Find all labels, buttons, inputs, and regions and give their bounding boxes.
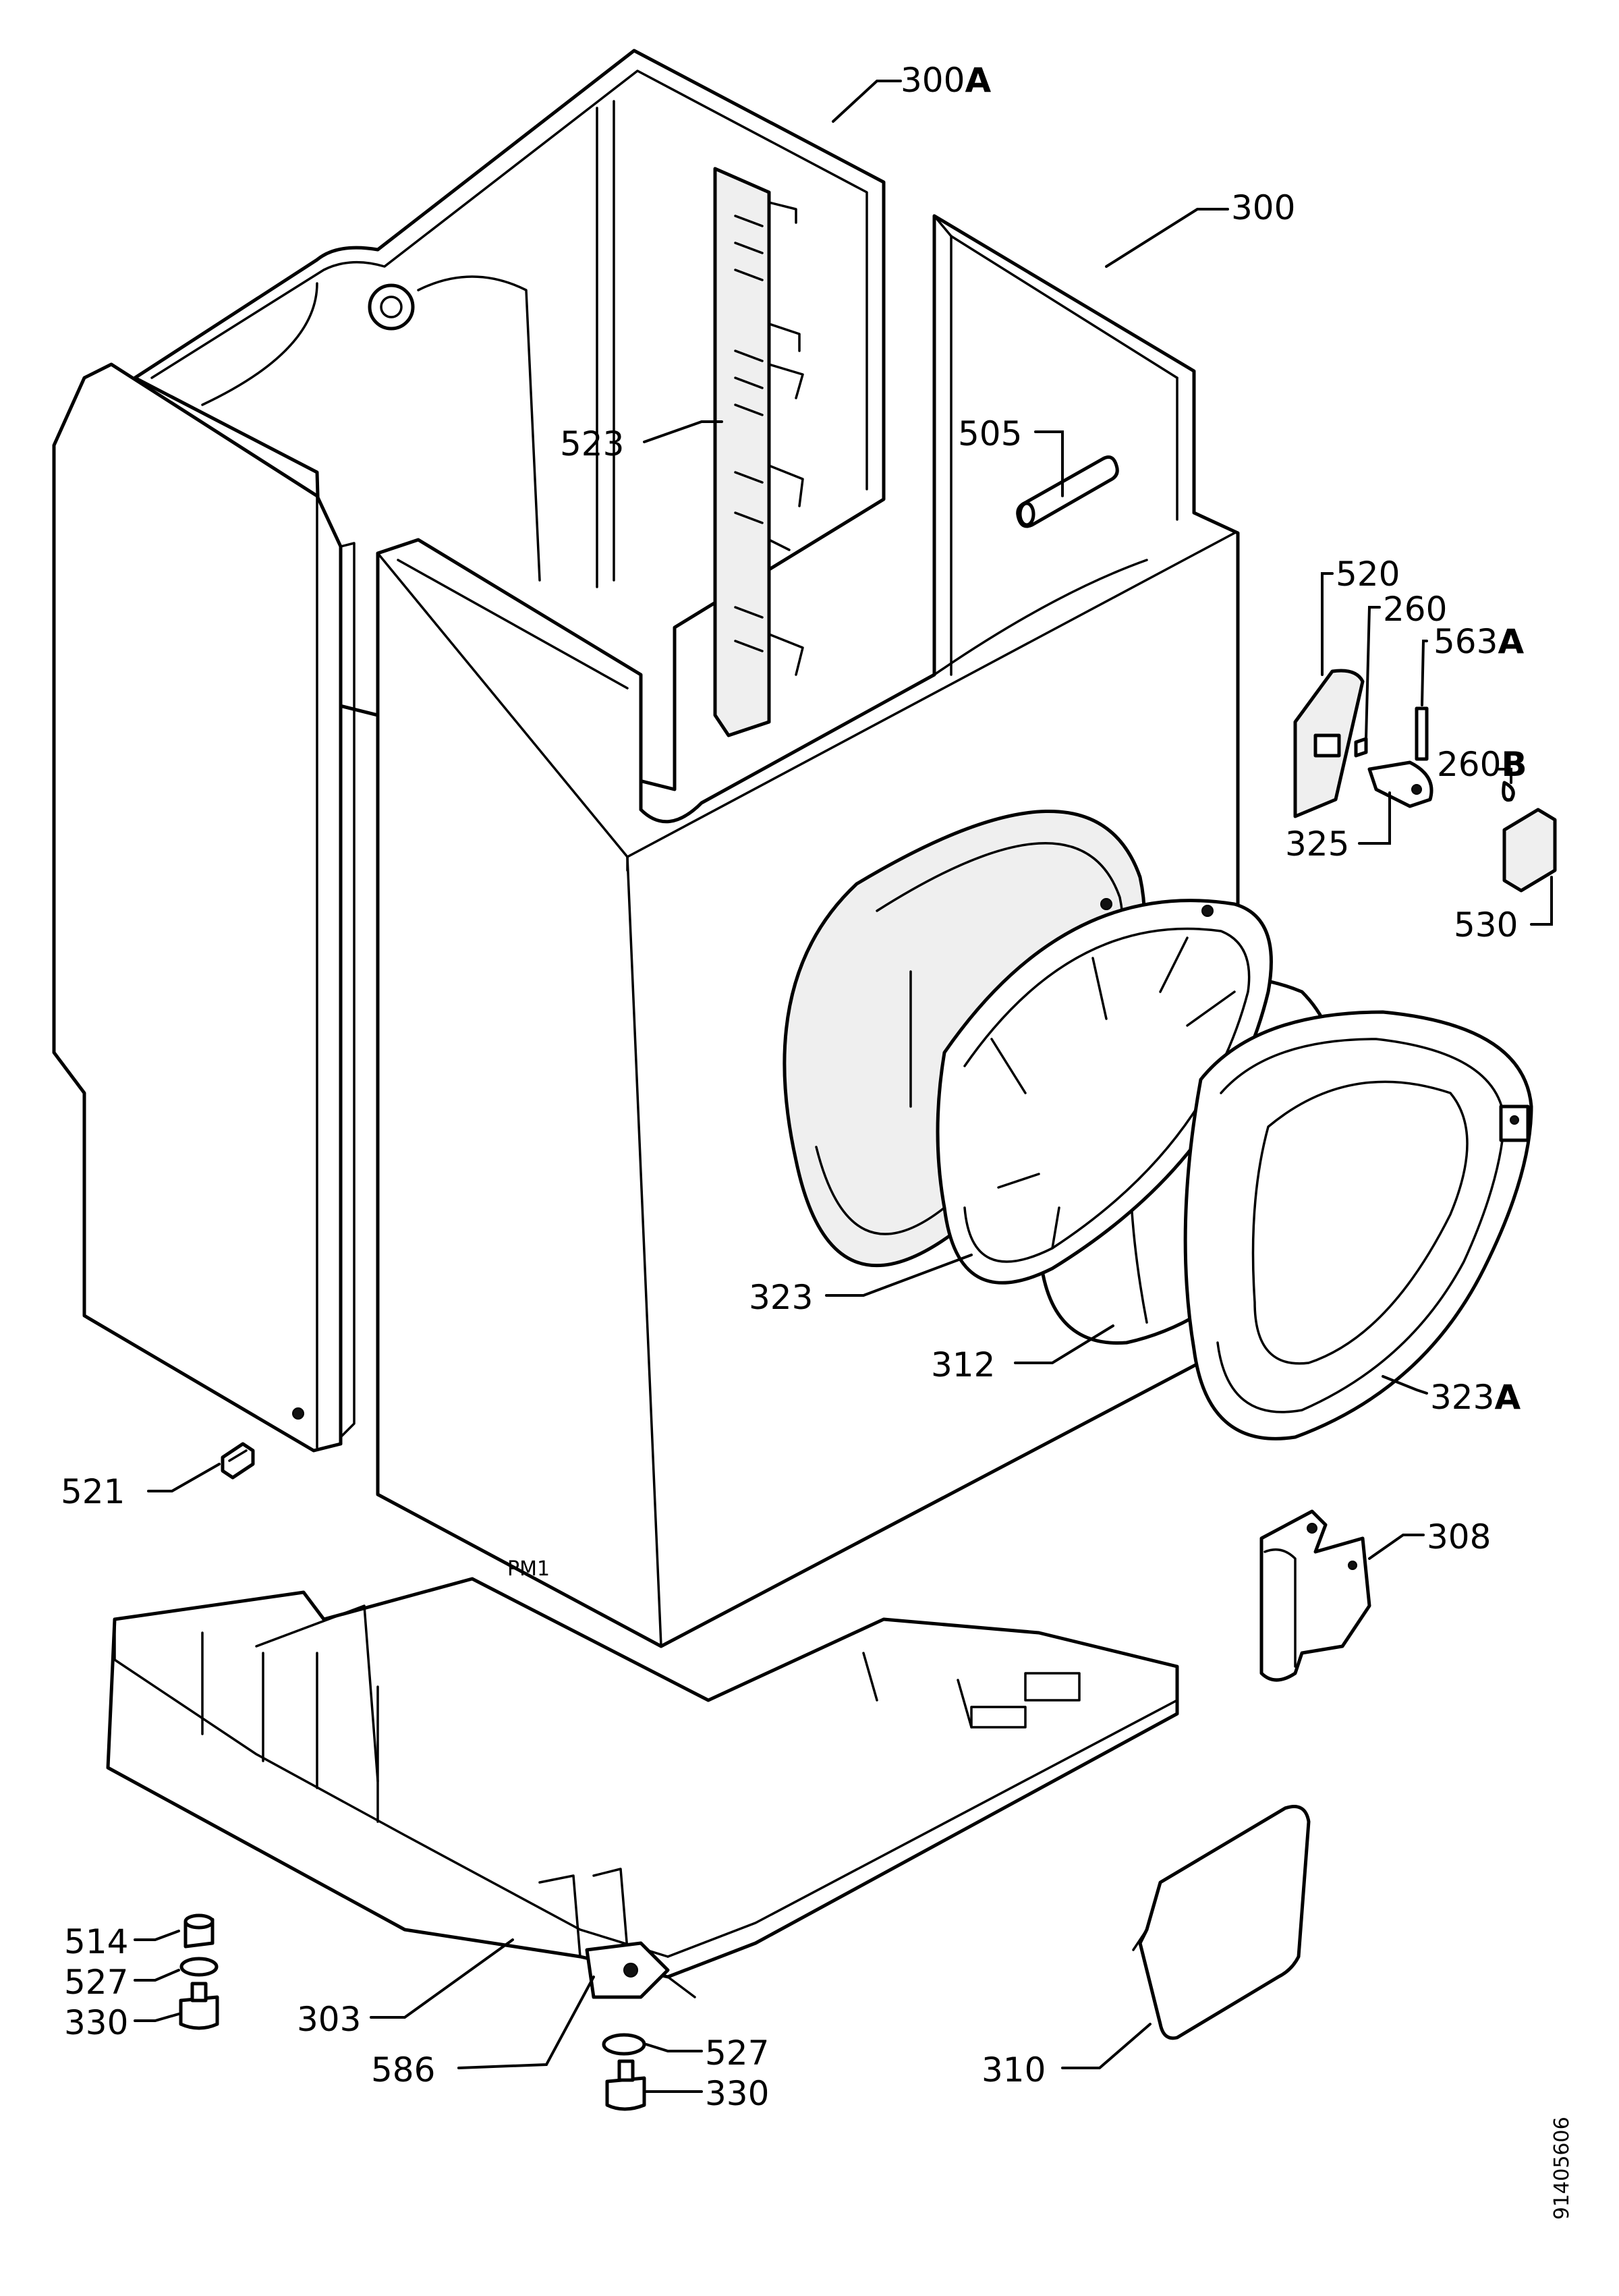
callout-300: 300 [1231, 188, 1295, 227]
bracket-523 [713, 167, 804, 737]
callout-586: 586 [371, 2050, 435, 2090]
pin-563a [1415, 706, 1429, 761]
callout-523: 523 [560, 424, 624, 464]
callout-303: 303 [297, 2000, 361, 2039]
rod-505 [1016, 455, 1119, 528]
foot-parts-left [179, 1913, 219, 2030]
cabinet-front-300 [376, 214, 1240, 1648]
callout-527-left: 527 [64, 1963, 128, 2002]
callout-514: 514 [64, 1922, 128, 1961]
base-303 [106, 1577, 1179, 1998]
spring-260b [1502, 781, 1515, 802]
catch-530 [1502, 808, 1557, 893]
door-lock-assembly [1293, 669, 1557, 893]
callout-325: 325 [1285, 824, 1349, 864]
callout-521: 521 [61, 1472, 125, 1511]
callout-260: 260 [1383, 590, 1447, 629]
callout-310: 310 [982, 2050, 1046, 2090]
callout-312: 312 [931, 1345, 995, 1384]
callout-330-left: 330 [64, 2003, 128, 2042]
foot-parts-right [585, 1941, 670, 2111]
foot-330 [605, 2076, 646, 2111]
callout-300a: 300A [901, 61, 991, 100]
callout-563a: 563A [1433, 622, 1524, 661]
callout-323a: 323A [1430, 1378, 1521, 1417]
callout-330-right: 330 [705, 2074, 769, 2113]
screw-521 [221, 1442, 255, 1480]
plinth-310 [1132, 1805, 1311, 2040]
callout-308: 308 [1427, 1517, 1491, 1557]
callout-323: 323 [749, 1278, 813, 1317]
callout-260b: 260B [1437, 745, 1527, 784]
callout-505: 505 [958, 414, 1022, 453]
door-323a [1183, 1010, 1533, 1440]
left-side-panel [52, 362, 356, 1453]
hinge-308 [1259, 1509, 1371, 1682]
callouts: 300A 300 523 505 520 260 563A 260B 325 5… [61, 61, 1553, 2113]
washer-527 [602, 2033, 646, 2056]
spring-260 [1354, 737, 1368, 758]
callout-530: 530 [1454, 905, 1518, 945]
base-marking: PM1 [507, 1557, 550, 1581]
document-number: 91405606 [1550, 2117, 1574, 2220]
lever-325 [1367, 760, 1433, 808]
washer-527 [179, 1957, 219, 1977]
foot-330 [179, 1995, 219, 2030]
callout-520: 520 [1336, 555, 1400, 594]
callout-527-right: 527 [705, 2034, 769, 2073]
